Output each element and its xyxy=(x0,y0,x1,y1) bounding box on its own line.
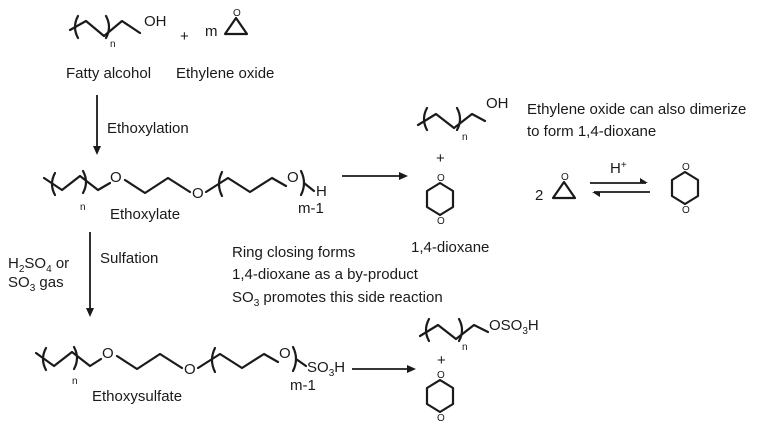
ethoxylate-label: Ethoxylate xyxy=(110,206,180,223)
fatty-alcohol-label: Fatty alcohol xyxy=(66,65,151,82)
ring-closing-note-line3: SO3 promotes this side reaction xyxy=(232,289,443,309)
alkyl-sulfate-n-label: n xyxy=(462,342,468,353)
ethoxysulfate-oxygen-3: O xyxy=(279,345,291,362)
ethoxylate-m-minus-1-label: m-1 xyxy=(298,200,324,217)
ethoxysulfate-structure: n O O O SO3H m-1 xyxy=(34,345,345,394)
sulfation-label: Sulfation xyxy=(100,250,158,267)
ethoxylate-terminal-h: H xyxy=(316,183,327,200)
dimerization-coefficient: 2 xyxy=(535,187,543,204)
ethoxylation-arrowhead xyxy=(93,146,101,155)
dioxane-structure-3: O O xyxy=(425,370,455,424)
ethoxysulfate-m-minus-1-label: m-1 xyxy=(290,377,316,394)
hydroxyl-label: OH xyxy=(144,13,167,30)
ethoxylation-label: Ethoxylation xyxy=(107,120,189,137)
reagent-line2: SO3 gas xyxy=(8,274,64,294)
alcohol-byproduct-structure: OH n xyxy=(416,95,509,143)
dioxane-structure-1: O O xyxy=(425,173,455,227)
ethoxysulfate-n-label: n xyxy=(72,376,78,387)
sulfation-product-arrowhead xyxy=(407,365,416,373)
dioxane-label: 1,4-dioxane xyxy=(411,239,489,256)
ring-closing-note-line1: Ring closing forms xyxy=(232,244,355,261)
repeat-n-label: n xyxy=(110,39,116,50)
ethoxysulfate-label: Ethoxysulfate xyxy=(92,388,182,405)
ethoxylate-structure: n O O O H m-1 xyxy=(42,169,327,217)
ethylene-oxide-structure: O xyxy=(223,8,249,36)
epoxide-oxygen-label: O xyxy=(233,8,241,19)
ethoxylate-oxygen-3: O xyxy=(287,169,299,186)
dioxane-2-oxygen-bottom: O xyxy=(682,205,690,216)
stoichiometry-m-label: m xyxy=(205,23,218,40)
ring-closing-note-line2: 1,4-dioxane as a by-product xyxy=(232,266,419,283)
sulfate-group: OSO3H xyxy=(489,317,539,337)
dioxane-3-oxygen-top: O xyxy=(437,370,445,381)
byproduct-n-label: n xyxy=(462,132,468,143)
plus-sign: + xyxy=(180,28,189,45)
ethoxylate-n-label: n xyxy=(80,202,86,213)
fatty-alcohol-structure: OH n xyxy=(68,13,167,50)
dimerize-text-line2: to form 1,4-dioxane xyxy=(527,123,656,140)
equilibrium-arrows xyxy=(590,178,650,197)
ring-closing-arrowhead xyxy=(399,172,408,180)
dioxane-structure-2: O O xyxy=(670,162,700,216)
dioxane-2-oxygen-top: O xyxy=(682,162,690,173)
sulfation-arrowhead xyxy=(86,308,94,317)
plus-sign-2: + xyxy=(436,150,445,167)
dioxane-1-oxygen-top: O xyxy=(437,173,445,184)
dimerize-text-line1: Ethylene oxide can also dimerize xyxy=(527,101,746,118)
ethoxylate-oxygen-1: O xyxy=(110,169,122,186)
dimerization-epoxide-oxygen: O xyxy=(561,172,569,183)
ethylene-oxide-label: Ethylene oxide xyxy=(176,65,274,82)
sulfonic-acid-group: SO3H xyxy=(307,359,345,379)
plus-sign-3: + xyxy=(437,352,446,369)
byproduct-hydroxyl-label: OH xyxy=(486,95,509,112)
alkyl-sulfate-structure: OSO3H n xyxy=(418,317,539,353)
reagent-line1: H2SO4 or xyxy=(8,255,69,275)
ethoxylate-oxygen-2: O xyxy=(192,185,204,202)
ethoxysulfate-oxygen-1: O xyxy=(102,345,114,362)
dimerization-ethylene-oxide: O xyxy=(551,172,577,200)
dioxane-3-oxygen-bottom: O xyxy=(437,413,445,424)
ethoxysulfate-oxygen-2: O xyxy=(184,361,196,378)
dioxane-1-oxygen-bottom: O xyxy=(437,216,445,227)
acid-catalyst-label: H+ xyxy=(610,160,627,177)
